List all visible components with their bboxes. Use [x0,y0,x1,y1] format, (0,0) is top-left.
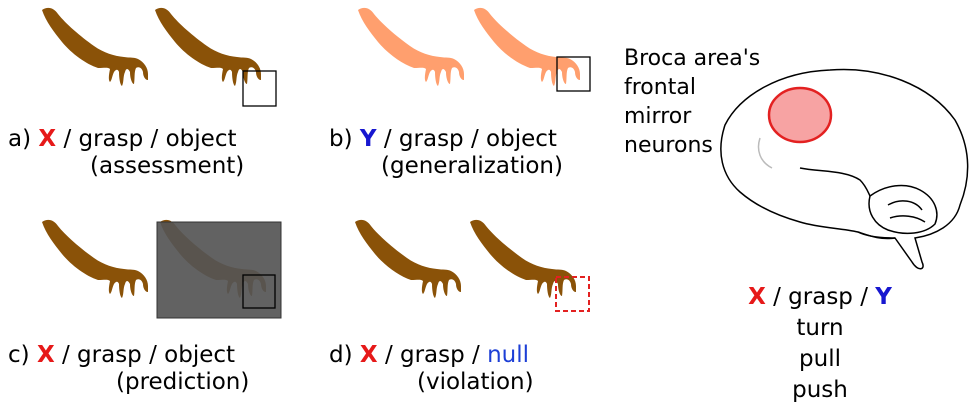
panel-b-note: (generalization) [381,153,563,179]
brain-outline [720,68,969,270]
panel-d-missing-object-box [555,276,590,312]
panel-a-note: (assessment) [90,153,245,179]
panel-d-arm-2 [470,219,576,298]
panel-b-arm-1 [358,7,464,87]
panel-a-arm-1 [42,7,148,87]
action-list: X / grasp / Y turn pull push [730,282,910,406]
panel-d-caption: d) X / grasp / null (violation) [329,342,534,395]
panel-a-caption: a) X / grasp / object (assessment) [8,126,245,179]
panel-b-actor: Y [359,126,377,152]
panel-c-arm-1 [42,219,148,298]
panel-d-actor: X [359,342,378,368]
panel-d-arm-1 [355,219,461,298]
action-verb-pull: pull [799,346,841,372]
panel-d-null-target: null [487,342,530,368]
panel-b-caption: b) Y / grasp / object (generalization) [329,126,563,179]
panel-b-arm-2 [474,7,580,87]
broca-label: Broca area's frontal mirror neurons [624,46,761,158]
panel-c-caption: c) X / grasp / object (prediction) [8,342,250,395]
panel-a-arm-2 [155,7,261,87]
panel-d-note: (violation) [417,369,534,395]
action-verb-turn: turn [796,315,844,341]
action-verb-push: push [792,377,848,403]
panel-b-object-box [556,56,591,92]
panel-a-actor: X [38,126,57,152]
panel-a-object-box [242,70,277,107]
broca-area-highlight [767,86,833,144]
action-header: X / grasp / Y [748,284,892,310]
panel-c-note: (prediction) [116,369,250,395]
panel-c-object-box [242,274,276,309]
panel-c-occluder [156,221,282,319]
panel-c-actor: X [36,342,55,368]
